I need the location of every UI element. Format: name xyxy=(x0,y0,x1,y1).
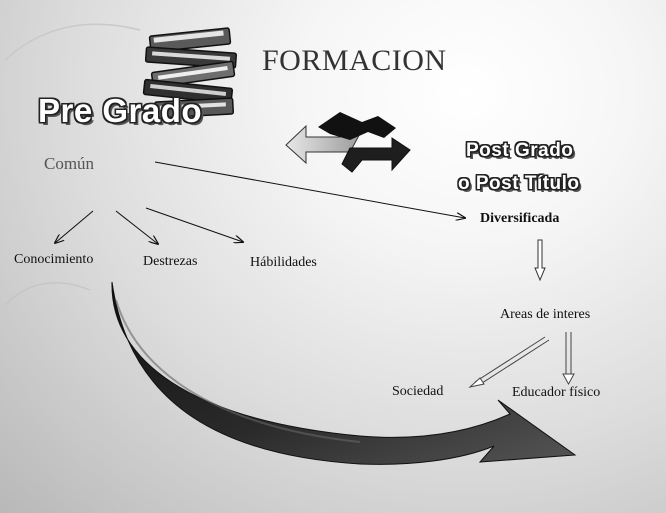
pregrado-heading: Pre Grado xyxy=(38,92,203,129)
comun-label: Común xyxy=(44,154,95,173)
arrow-to-sociedad xyxy=(474,336,546,383)
areas-label: Areas de interes xyxy=(500,307,591,322)
conocimiento-label: Conocimiento xyxy=(14,252,94,267)
postgrado-heading-line2: o Post Título xyxy=(458,173,580,194)
decorative-swoosh xyxy=(4,23,141,61)
arrow-to-destrezas xyxy=(115,210,158,244)
postgrado-heading-line1: Post Grado xyxy=(466,140,574,161)
sociedad-label: Sociedad xyxy=(392,384,444,399)
educador-label: Educador físico xyxy=(512,385,601,400)
destrezas-label: Destrezas xyxy=(143,254,198,269)
books-stack-icon xyxy=(142,27,237,119)
habilidades-label: Hábilidades xyxy=(250,255,317,270)
diversificada-label: Diversificada xyxy=(480,211,560,226)
arrow-to-habilidades xyxy=(145,207,243,242)
down-arrow-to-areas xyxy=(534,239,546,282)
arrow-comun-to-diversificada xyxy=(154,161,465,218)
arrow-to-conocimiento xyxy=(55,210,94,243)
exchange-arrows-icon xyxy=(285,112,411,173)
decorative-swoosh-lower xyxy=(4,282,91,306)
diagram-title: FORMACION xyxy=(262,44,447,77)
